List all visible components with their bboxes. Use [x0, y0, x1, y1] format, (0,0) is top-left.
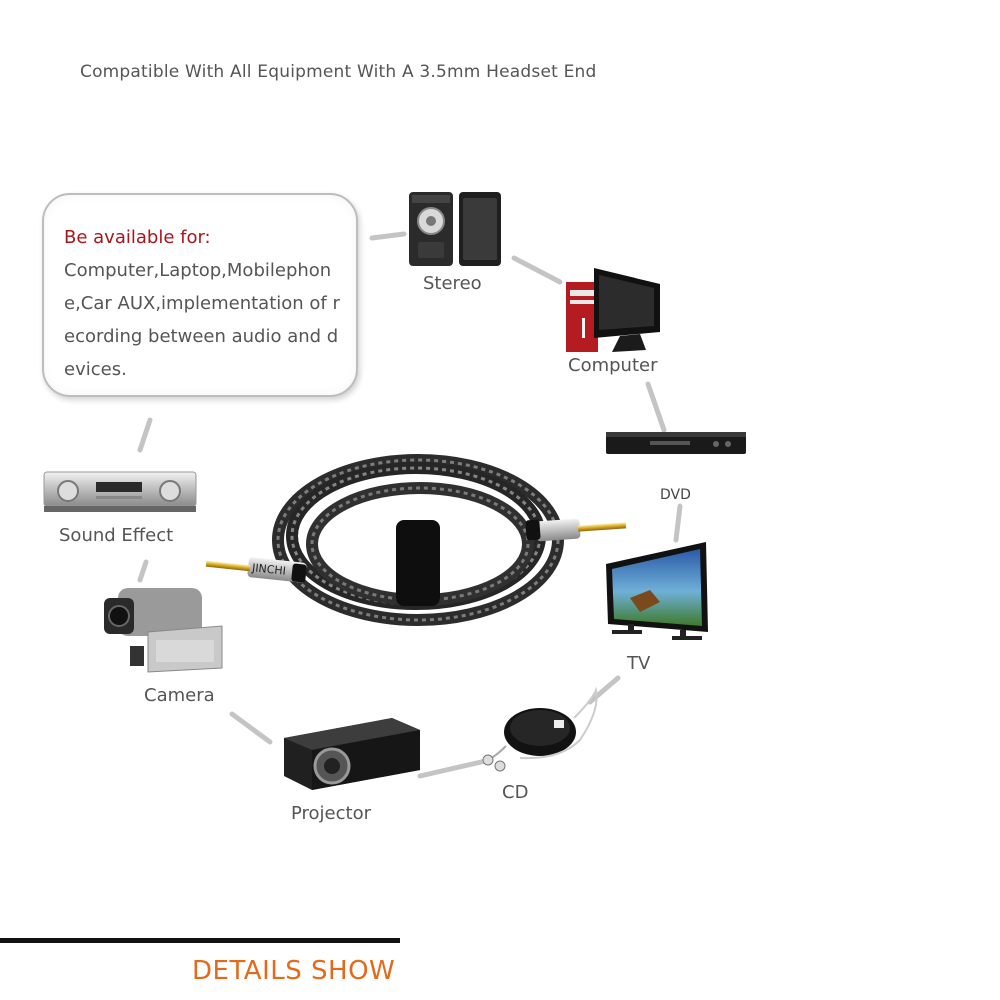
callout-title: Be available for:: [64, 227, 211, 248]
section-divider: [0, 938, 400, 943]
page-headline: Compatible With All Equipment With A 3.5…: [80, 62, 597, 82]
amplifier-icon: [43, 471, 197, 512]
connector-stereo-computer: [511, 255, 563, 285]
connector-cd-projector: [417, 757, 493, 779]
camcorder-icon: [104, 588, 223, 673]
aux-cable-icon: [205, 454, 627, 626]
label-cd: CD: [502, 782, 529, 803]
connector-lines: [137, 231, 683, 779]
dvd-player-icon: [606, 432, 746, 454]
label-computer: Computer: [568, 355, 658, 376]
connector-sound-camera: [137, 559, 149, 583]
stereo-speakers-icon: [409, 192, 501, 266]
availability-callout: Be available for: Computer,Laptop,Mobile…: [42, 193, 358, 397]
label-sound-effect: Sound Effect: [59, 525, 174, 546]
connector-tv-cd: [587, 675, 621, 705]
connector-computer-dvd: [645, 381, 667, 433]
details-show-heading: DETAILS SHOW: [192, 956, 396, 986]
connector-callout-stereo: [369, 231, 407, 241]
computer-icon: [566, 268, 660, 352]
cd-player-icon: [482, 686, 598, 772]
label-tv: TV: [627, 653, 651, 674]
label-stereo: Stereo: [423, 273, 482, 294]
label-projector: Projector: [291, 803, 371, 824]
label-camera: Camera: [144, 685, 215, 706]
tv-icon: [606, 542, 708, 640]
connector-dvd-tv: [673, 503, 683, 543]
projector-icon: [284, 718, 420, 790]
label-dvd: DVD: [660, 487, 691, 503]
callout-body: Computer,Laptop,Mobilephone,Car AUX,impl…: [64, 260, 340, 380]
connector-projector-camera: [229, 711, 273, 745]
connector-callout-sound: [137, 417, 153, 453]
